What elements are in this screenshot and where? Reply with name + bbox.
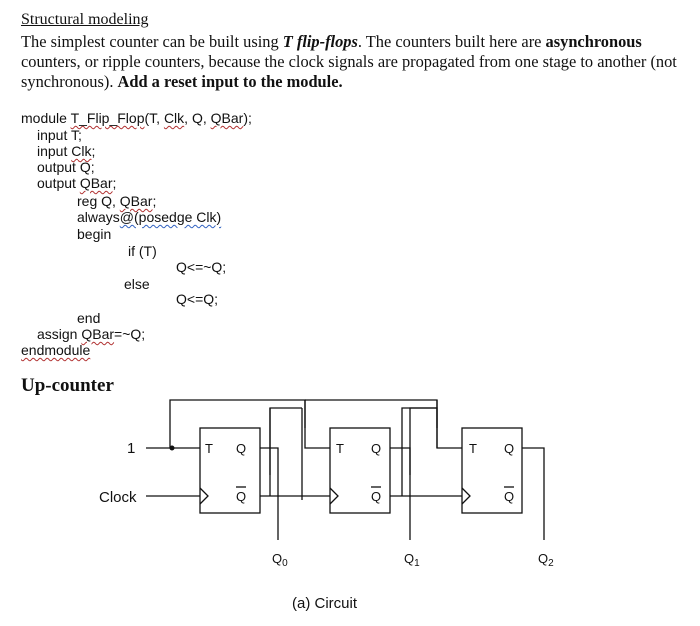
circuit-caption: (a) Circuit [292, 595, 358, 612]
wire-qbar0-up [269, 407, 302, 475]
code-end: end [77, 310, 101, 326]
intro-text-1: The simplest counter can be built using [21, 32, 283, 51]
code-output-qbar: output QBar; [37, 175, 117, 191]
wire-q2 [522, 447, 545, 540]
intro-text-2: . The counters built here are [357, 32, 546, 51]
output-q2-label: Q2 [538, 551, 554, 569]
wire-t1 [304, 408, 330, 449]
ff1-t-label: T [336, 441, 344, 456]
clock-label: Clock [99, 489, 137, 506]
output-q0-label: Q0 [272, 551, 288, 569]
wire-t2 [401, 407, 462, 496]
ff1-q-label: Q [371, 441, 381, 456]
intro-emphasis-async: asynchronous [545, 32, 642, 51]
wire-q1 [390, 447, 411, 540]
flip-flop-1 [329, 427, 391, 514]
intro-emphasis-reset: Add a reset input to the module. [117, 72, 343, 91]
ff0-q-label: Q [236, 441, 246, 456]
intro-paragraph: The simplest counter can be built using … [21, 32, 683, 92]
code-if-t: if (T) [128, 243, 157, 259]
flip-flop-2 [461, 427, 523, 514]
ff2-t-label: T [469, 441, 477, 456]
code-always: always@(posedge Clk) [77, 209, 222, 225]
intro-text-3: counters, or ripple counters, because th… [21, 52, 677, 91]
code-input-t: input T; [37, 127, 82, 143]
clock-triangle-0 [199, 487, 209, 505]
wire-q0 [260, 447, 279, 540]
section-heading: Structural modeling [21, 11, 149, 28]
module-name: T_Flip_Flop [70, 110, 145, 126]
ff2-q-label: Q [504, 441, 514, 456]
clock-triangle-1 [329, 487, 339, 505]
code-toggle: Q<=~Q; [176, 259, 227, 275]
intro-emphasis-tff: T flip-flops [282, 32, 358, 51]
up-counter-heading: Up-counter [21, 375, 114, 396]
input-one-label: 1 [127, 440, 135, 457]
code-module-line: module T_Flip_Flop(T, Clk, Q, QBar); [21, 110, 252, 126]
flip-flop-0 [199, 427, 261, 514]
ff0-t-label: T [205, 441, 213, 456]
code-input-clk: input Clk; [37, 143, 96, 159]
ff0-qbar-label: Q [236, 489, 246, 504]
code-reg: reg Q, QBar; [77, 193, 157, 209]
wire-qbar1-up [409, 407, 437, 475]
junction-dot [169, 445, 175, 451]
ff2-qbar-label: Q [504, 489, 514, 504]
code-endmodule: endmodule [21, 342, 91, 358]
clock-triangle-2 [461, 487, 471, 505]
code-else: else [124, 276, 150, 292]
code-output-q: output Q; [37, 159, 95, 175]
code-hold: Q<=Q; [176, 291, 219, 307]
wire-feedback-2 [305, 399, 438, 428]
code-assign: assign QBar=~Q; [37, 326, 146, 342]
ff1-qbar-label: Q [371, 489, 381, 504]
code-begin: begin [77, 226, 112, 242]
output-q1-label: Q1 [404, 551, 420, 569]
